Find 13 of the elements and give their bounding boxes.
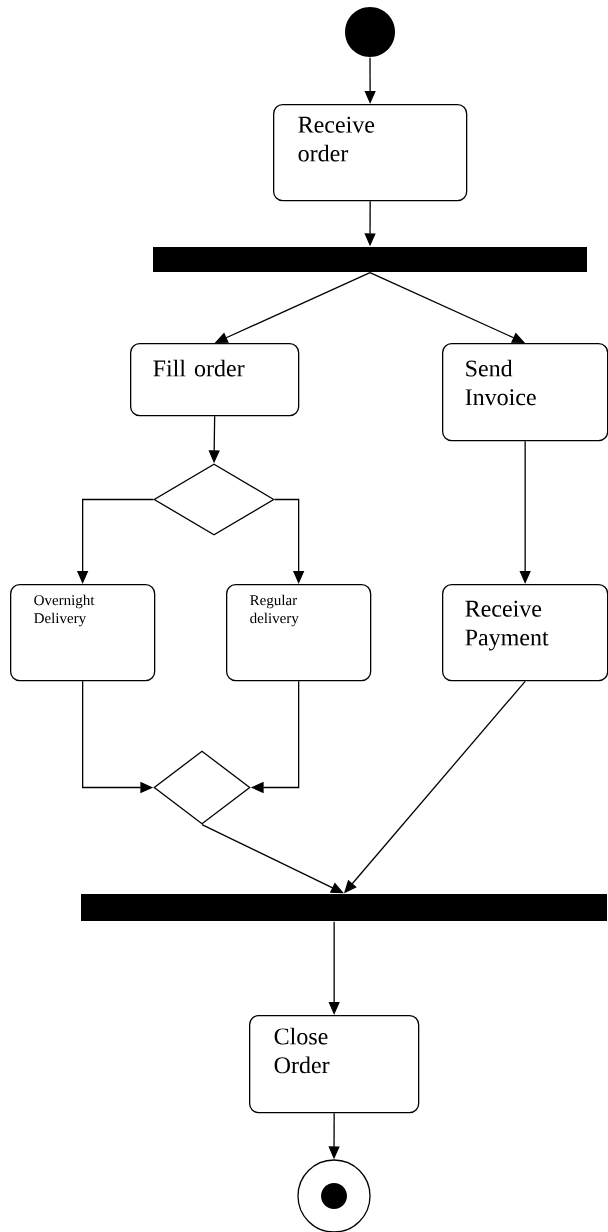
arrow [201, 824, 344, 894]
activity-box: Overnight Delivery [10, 584, 156, 682]
sync-bar [153, 247, 587, 272]
decision-diamond [153, 463, 275, 536]
decision-diamond [153, 750, 251, 825]
activity-box: Fill order [130, 343, 300, 417]
activity-box: Close Order [249, 1015, 420, 1114]
activity-box: Receive order [273, 104, 468, 202]
activity-box: Receive Payment [442, 584, 608, 682]
initial-node [345, 7, 395, 57]
final-node [297, 1159, 371, 1232]
activity-box: Regular delivery [226, 584, 372, 682]
activity-box: Send Invoice [442, 343, 608, 442]
